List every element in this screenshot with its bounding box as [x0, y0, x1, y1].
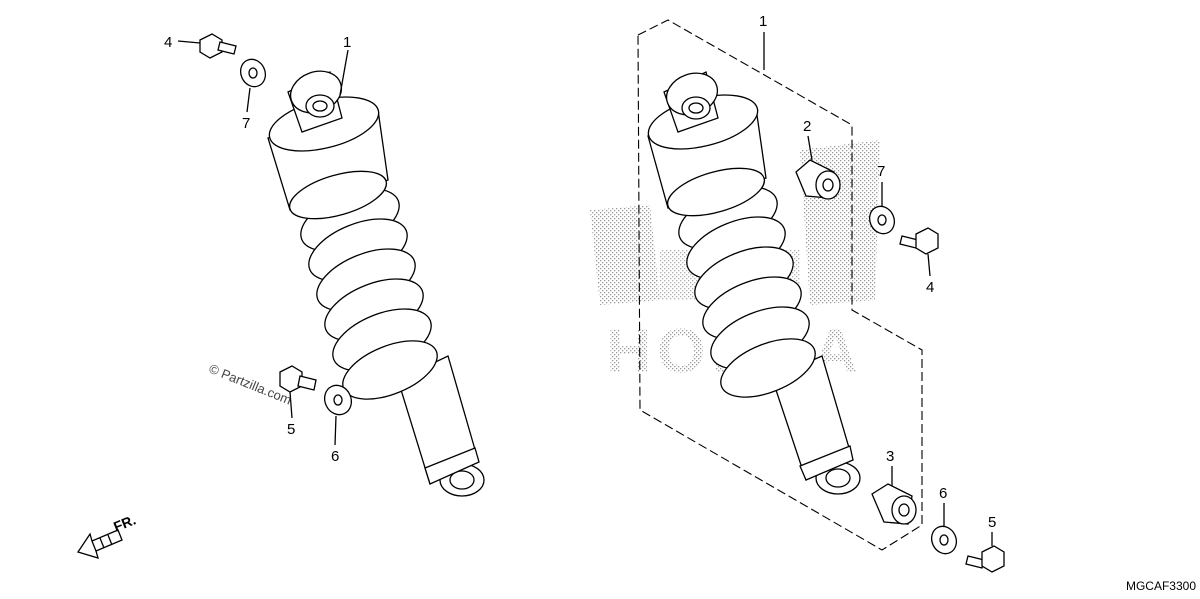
callout-right-7: 7: [877, 163, 885, 180]
callout-right-5: 5: [988, 514, 996, 531]
left-bolt-5: [279, 365, 317, 393]
callout-right-4: 4: [926, 279, 934, 296]
callout-left-4: 4: [164, 34, 172, 51]
left-bolt-4: [199, 33, 237, 59]
callout-right-6: 6: [939, 485, 947, 502]
assembly-outline: [637, 19, 923, 551]
callout-left-5: 5: [287, 421, 295, 438]
callout-right-3: 3: [886, 448, 894, 465]
front-indicator-label: FR.: [111, 511, 138, 534]
left-shock-absorber: [267, 70, 485, 497]
callout-right-2: 2: [803, 118, 811, 135]
callout-right-1: 1: [759, 13, 767, 30]
right-bushing-2: [795, 159, 841, 200]
right-shock-absorber: [647, 71, 861, 495]
right-bolt-5: [965, 545, 1005, 573]
right-washer-6: [930, 525, 958, 555]
front-arrow-icon: [76, 529, 123, 559]
left-washer-6: [323, 384, 353, 416]
right-washer-7: [868, 205, 896, 235]
left-washer-7: [239, 58, 267, 88]
right-spring: [678, 186, 816, 398]
right-bolt-4: [899, 227, 939, 255]
diagram-code: MGCAF3300: [1126, 579, 1196, 593]
left-spring: [300, 188, 438, 400]
callout-left-1: 1: [343, 34, 351, 51]
callout-left-7: 7: [242, 115, 250, 132]
callout-left-6: 6: [331, 448, 339, 465]
right-bushing-3: [871, 483, 917, 525]
